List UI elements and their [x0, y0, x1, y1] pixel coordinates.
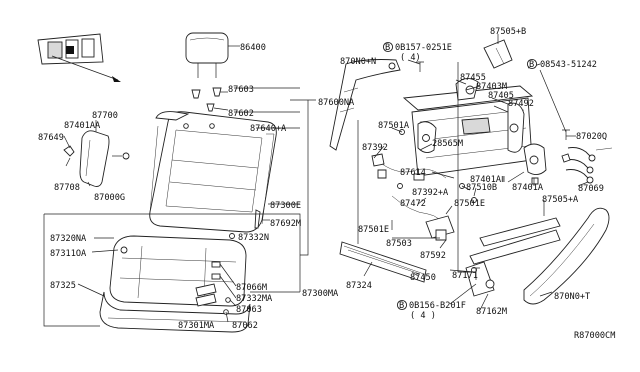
label-87450: 87450 [410, 273, 436, 283]
label-87401ab: 87401AⅡ [470, 175, 505, 185]
label-86400: 86400 [240, 43, 266, 53]
seat-cushion [99, 235, 251, 333]
harness-connectors [561, 147, 613, 184]
svg-text:0B156-B201F: 0B156-B201F [409, 301, 466, 311]
callout-leaders-right [357, 34, 589, 311]
label-87708: 87708 [54, 183, 80, 193]
inner-finisher [339, 241, 427, 283]
label-87063: 87063 [236, 305, 262, 315]
label-87700: 87700 [92, 111, 118, 121]
label-87324: 87324 [346, 281, 372, 291]
label-87592: 87592 [420, 251, 446, 261]
label-87505a: 87505+A [542, 195, 579, 205]
label-87332ma: 87332MA [236, 294, 273, 304]
label-87492: 87492 [508, 99, 534, 109]
label-87162m: 87162M [476, 307, 507, 317]
label-87332n: 87332N [238, 233, 269, 243]
diagram-code: R87000CM [574, 331, 615, 341]
label-87603: 87603 [228, 85, 254, 95]
label-87640a: 87640+A [250, 124, 287, 134]
label-87405: 87405 [488, 91, 514, 101]
label-87455: 87455 [460, 73, 486, 83]
label-87614: 87614 [400, 168, 426, 178]
outer-finisher [523, 207, 610, 305]
svg-text:B: B [529, 60, 534, 70]
label-87311oa: 87311OA [50, 249, 87, 259]
label-28565m: 28565M [432, 139, 463, 149]
labels-right: 87505+B B 0B157-0251E ( 4) 870N0+N 87455… [340, 27, 615, 341]
side-trim [63, 130, 130, 187]
label-87300ma: 87300MA [302, 289, 339, 299]
label-87062: 87062 [232, 321, 258, 331]
seat-frame-bracket [329, 59, 401, 151]
label-87392a: 87392+A [412, 188, 449, 198]
label-87020q: 87020Q [576, 132, 607, 142]
svg-text:0B157-0251E: 0B157-0251E [395, 43, 452, 53]
label-87692m: 87692M [270, 219, 301, 229]
seat-adjuster-frame [402, 78, 534, 177]
callout-08156: B 0B156-B201F ( 4 ) [396, 299, 466, 321]
label-87401a: 87401A [512, 183, 544, 193]
label-87510b: 87510B [466, 183, 497, 193]
svg-text:08543-51242: 08543-51242 [540, 60, 597, 70]
label-87392: 87392 [362, 143, 388, 153]
label-87503: 87503 [386, 239, 412, 249]
label-87066m: 87066M [236, 283, 267, 293]
label-87320na: 87320NA [50, 234, 87, 244]
power-seat-motor [523, 143, 547, 185]
label-87501e: 87501E [454, 199, 485, 209]
headrest [185, 32, 238, 78]
label-87000g: 87000G [94, 193, 125, 203]
vehicle-locator-icon [37, 33, 121, 82]
label-87472: 87472 [400, 199, 426, 209]
label-87600na: 87600NA [318, 98, 355, 108]
callout-brackets-left [43, 45, 316, 327]
callout-08543: B 08543-51242 [526, 58, 597, 70]
label-87401aa: 87401AA [64, 121, 101, 131]
label-87069: 87069 [578, 184, 604, 194]
svg-text:B: B [399, 301, 404, 311]
label-87300e: 87300E [270, 201, 301, 211]
label-87070n: 870N0+N [340, 57, 376, 67]
label-87505b: 87505+B [490, 27, 526, 37]
label-87649: 87649 [38, 133, 64, 143]
svg-text:B: B [385, 43, 390, 53]
callout-08157: B 0B157-0251E ( 4) [382, 41, 452, 63]
label-87403m: 87403M [476, 82, 507, 92]
label-87171: 87171 [452, 271, 478, 281]
label-87602: 87602 [228, 109, 254, 119]
label-87301ma: 87301MA [178, 321, 215, 331]
bolts-and-screws [416, 39, 570, 280]
cushion-fasteners [195, 209, 261, 315]
label-87070t: 870N0+T [554, 292, 590, 302]
slide-rail-cover [465, 217, 561, 297]
labels-left: 86400 87603 87602 87600NA 87640+A 87700 … [38, 43, 355, 331]
label-87501e-2: 87501E [358, 225, 389, 235]
svg-text:( 4): ( 4) [400, 53, 421, 63]
headrest-guides [191, 87, 229, 112]
svg-text:( 4 ): ( 4 ) [410, 311, 436, 321]
label-87325: 87325 [50, 281, 76, 291]
label-87501a: 87501A [378, 121, 410, 131]
